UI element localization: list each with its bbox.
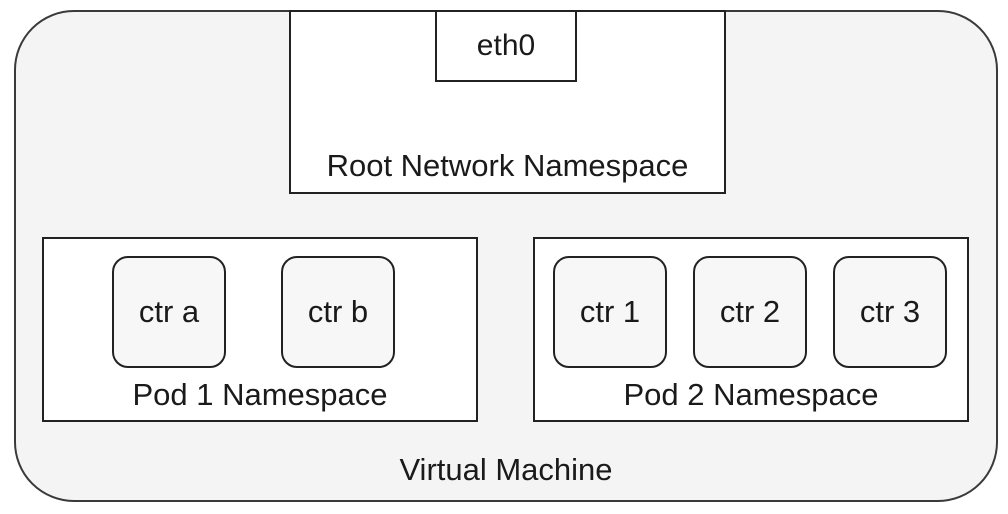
root-network-namespace-label: Root Network Namespace [326,148,689,183]
container-label: ctr a [138,294,200,329]
virtual-machine-label: Virtual Machine [399,452,613,487]
eth0-interface-box: eth0 [435,10,577,82]
container-ctr-2: ctr 2 [693,256,807,368]
container-ctr-a: ctr a [112,256,226,368]
eth0-interface-label: eth0 [476,29,536,62]
pod-2-namespace-label: Pod 2 Namespace [623,377,879,412]
container-label: ctr b [307,294,369,329]
container-label: ctr 2 [719,294,781,329]
container-ctr-1: ctr 1 [553,256,667,368]
pod-1-namespace-label: Pod 1 Namespace [132,377,388,412]
pod-1-namespace-box: Pod 1 Namespace [42,237,478,422]
container-ctr-3: ctr 3 [833,256,947,368]
container-label: ctr 1 [579,294,641,329]
container-ctr-b: ctr b [281,256,395,368]
container-label: ctr 3 [859,294,921,329]
